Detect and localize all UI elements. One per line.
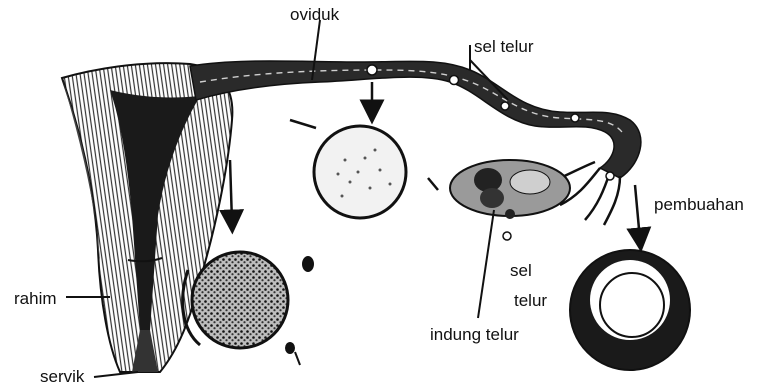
- label-indung-telur: indung telur: [430, 326, 519, 343]
- label-sel: sel: [510, 262, 532, 279]
- oviduct-illustration: [190, 61, 641, 225]
- process-arrows: [230, 82, 640, 240]
- label-pembuahan: pembuahan: [654, 196, 744, 213]
- label-oviduk: oviduk: [290, 6, 339, 23]
- sperm-marks-illustration: [285, 256, 314, 365]
- ovary-illustration: [450, 160, 570, 240]
- label-servik: servik: [40, 368, 84, 385]
- label-rahim: rahim: [14, 290, 57, 307]
- fertilized-egg-illustration: [570, 250, 690, 370]
- label-sel-telur-top: sel telur: [474, 38, 534, 55]
- label-telur: telur: [514, 292, 547, 309]
- egg-cell-large-illustration: [314, 126, 406, 218]
